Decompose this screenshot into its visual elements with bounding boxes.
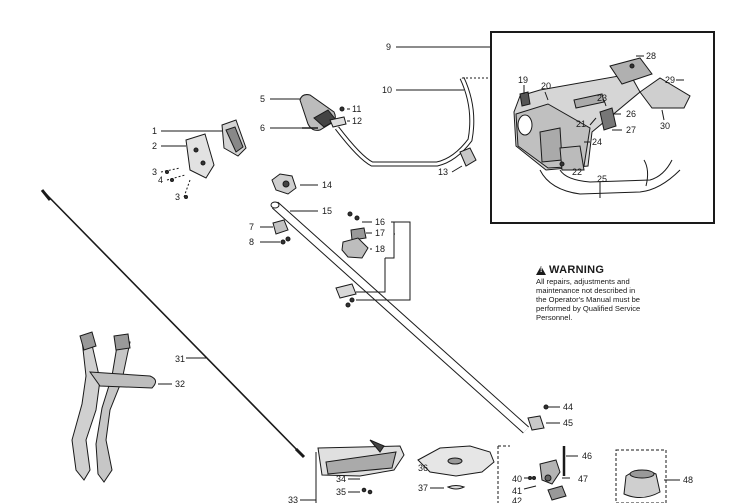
callout-3a: 3: [152, 167, 158, 177]
callout-22: 22: [572, 167, 583, 177]
callout-30: 30: [660, 121, 671, 131]
part-harness: [71, 331, 172, 483]
part-shield: [160, 119, 247, 199]
callout-10: 10: [382, 85, 393, 95]
callout-17: 17: [375, 228, 386, 238]
callout-31: 31: [175, 354, 186, 364]
callout-28: 28: [646, 51, 657, 61]
part-bracket: [260, 219, 291, 245]
callout-20: 20: [541, 81, 552, 91]
callout-45: 45: [563, 418, 574, 428]
warning-line: Personnel.: [536, 313, 573, 322]
part-throttle-grip: [270, 94, 350, 131]
part-shaft-clamp: [527, 404, 560, 431]
callout-21: 21: [576, 119, 587, 129]
callout-25: 25: [597, 174, 608, 184]
callout-5: 5: [260, 94, 266, 104]
part-gearbox: [497, 445, 578, 503]
warning-line: the Operator's Manual must be: [536, 295, 641, 304]
callout-42: 42: [512, 496, 523, 503]
callout-18: 18: [375, 244, 386, 254]
part-clamp: [271, 173, 318, 195]
warning-title: ! WARNING: [536, 264, 666, 276]
callout-3b: 3: [175, 192, 181, 202]
warning-title-text: WARNING: [549, 264, 605, 276]
callout-33: 33: [288, 495, 299, 503]
part-trimmer-guard: [300, 439, 405, 503]
callout-23: 23: [597, 93, 608, 103]
callout-16: 16: [375, 217, 386, 227]
callout-44: 44: [563, 402, 574, 412]
callout-2: 2: [152, 141, 158, 151]
callout-48: 48: [683, 475, 694, 485]
callout-34: 34: [336, 474, 347, 484]
part-trimmer-head: [615, 449, 680, 503]
part-engine: [513, 55, 691, 198]
callout-24: 24: [592, 137, 603, 147]
callout-36: 36: [418, 463, 429, 473]
callout-9: 9: [386, 42, 392, 52]
callout-14: 14: [322, 180, 333, 190]
part-shaft-tube: [270, 201, 530, 434]
callout-26: 26: [626, 109, 637, 119]
part-flex-shaft: [40, 189, 306, 459]
callout-4: 4: [158, 175, 164, 185]
callout-37: 37: [418, 483, 429, 493]
engine-inset-frame: [490, 31, 715, 224]
warning-line: maintenance not described in: [536, 286, 636, 295]
callout-41: 41: [512, 486, 523, 496]
callout-35: 35: [336, 487, 347, 497]
callout-13: 13: [438, 167, 449, 177]
callout-27: 27: [626, 125, 637, 135]
callout-12: 12: [352, 116, 363, 126]
callout-47: 47: [578, 474, 589, 484]
callout-1: 1: [152, 126, 158, 136]
warning-text: All repairs, adjustments and maintenance…: [536, 277, 666, 322]
warning-triangle-icon: !: [536, 265, 546, 275]
part-handlebar: [335, 76, 491, 173]
callout-11: 11: [352, 104, 362, 114]
warning-line: All repairs, adjustments and: [536, 277, 630, 286]
part-blade: [417, 445, 495, 490]
callout-6: 6: [260, 123, 266, 133]
callout-15: 15: [322, 206, 333, 216]
callout-8: 8: [249, 237, 255, 247]
warning-notice: ! WARNING All repairs, adjustments and m…: [536, 264, 666, 322]
part-throttle-block: [335, 211, 411, 308]
callout-19: 19: [518, 75, 529, 85]
callout-7: 7: [249, 222, 255, 232]
warning-line: performed by Qualified Service: [536, 304, 641, 313]
callout-32: 32: [175, 379, 186, 389]
callout-29: 29: [665, 75, 676, 85]
callout-46: 46: [582, 451, 593, 461]
callout-40: 40: [512, 474, 523, 484]
